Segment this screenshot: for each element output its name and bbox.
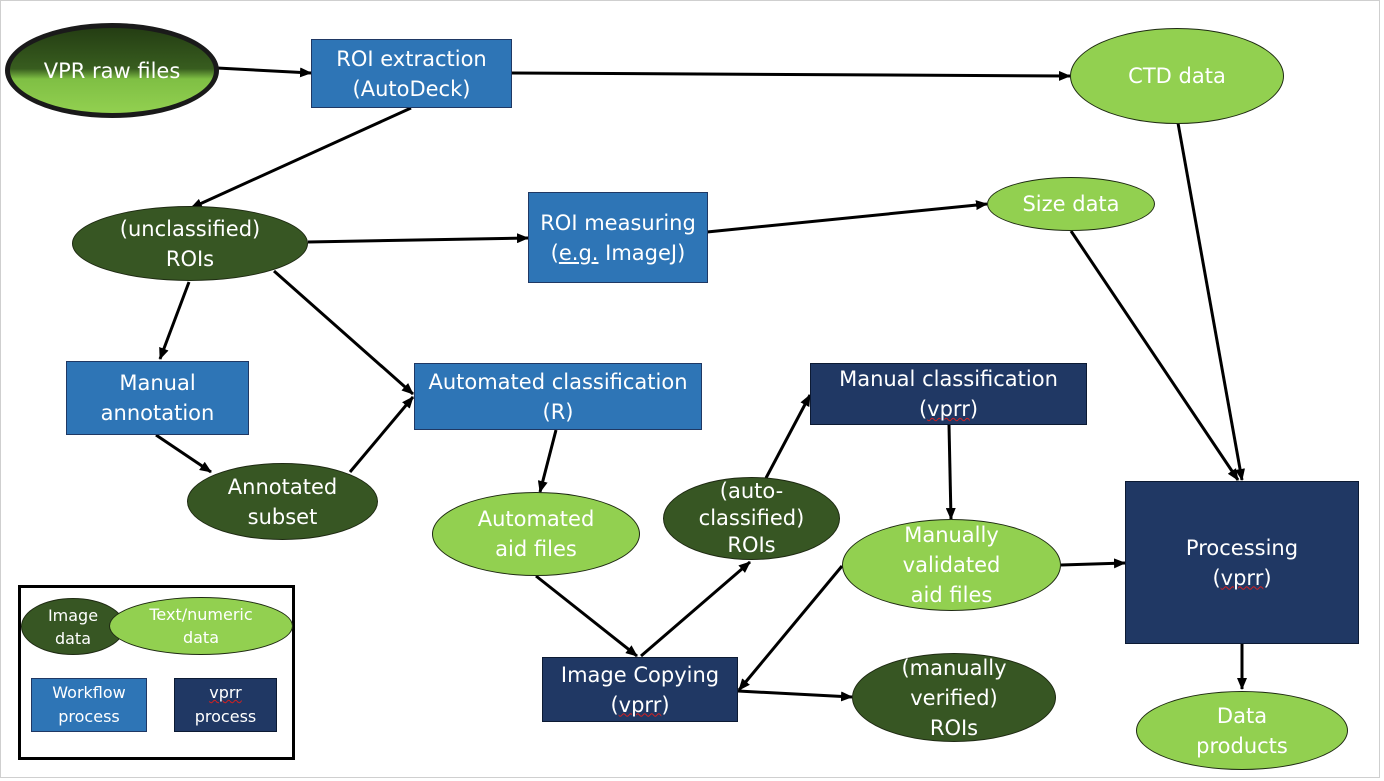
legend-image-data: Image data xyxy=(21,598,125,655)
manual-classification-title: Manual classification xyxy=(839,367,1058,391)
arrow-autoclass-to-aid xyxy=(537,429,558,493)
auto-classified-rois-line1: (auto- xyxy=(719,479,784,503)
size-data-label: Size data xyxy=(1022,192,1120,216)
manually-verified-rois-node: (manually verified) ROIs xyxy=(852,653,1056,742)
roi-extraction-box: ROI extraction (AutoDeck) xyxy=(311,39,512,108)
legend-workflow-line2: process xyxy=(58,707,120,726)
processing-box: Processing (vprr) xyxy=(1125,481,1359,644)
image-copying-tool: (vprr) xyxy=(610,692,670,717)
automated-aid-files-node: Automated aid files xyxy=(432,492,640,576)
roi-extraction-tool: (AutoDeck) xyxy=(352,76,471,101)
unclassified-rois-node: (unclassified) ROIs xyxy=(72,206,308,281)
image-copying-paren: ) xyxy=(661,692,670,717)
manually-validated-line2: validated xyxy=(902,553,1001,577)
arrow-raw-to-extraction xyxy=(216,66,312,78)
roi-measuring-box: ROI measuring (e.g. ImageJ) xyxy=(528,192,708,283)
arrow-annotation-to-subset xyxy=(155,433,212,474)
manual-annotation-line1: Manual xyxy=(119,371,196,395)
manual-classification-vprr: vprr xyxy=(927,397,970,421)
arrow-aid-to-copying xyxy=(535,574,638,658)
manual-annotation-box: Manual annotation xyxy=(66,361,249,435)
image-copying-box: Image Copying (vprr) xyxy=(542,657,738,722)
arrow-ctd-to-processing xyxy=(1176,122,1245,481)
auto-classified-rois-node: (auto- classified) ROIs xyxy=(663,477,840,560)
legend: Image data Text/numeric data Workflow pr… xyxy=(18,585,295,760)
annotated-subset-node: Annotated subset xyxy=(187,463,378,540)
legend-workflow-line1: Workflow xyxy=(52,683,126,702)
arrow-size-to-processing xyxy=(1069,230,1240,481)
automated-classification-tool: (R) xyxy=(542,399,574,424)
manually-validated-aid-files-node: Manually validated aid files xyxy=(842,519,1061,611)
roi-measuring-eg: e.g. xyxy=(558,240,599,265)
arrow-copying-to-autorois xyxy=(640,560,751,658)
roi-measuring-tool: (e.g. ImageJ) xyxy=(550,240,686,265)
manual-classification-tool: (vprr) xyxy=(918,397,979,421)
ctd-data-label: CTD data xyxy=(1128,64,1226,88)
legend-vprr-line1: vprr xyxy=(209,683,242,702)
arrow-validated-to-processing xyxy=(1060,558,1126,569)
arrow-manualclass-to-validated xyxy=(945,424,956,520)
image-copying-vprr: vprr xyxy=(618,692,662,717)
manually-validated-line3: aid files xyxy=(910,583,993,607)
automated-classification-box: Automated classification (R) xyxy=(414,363,702,430)
data-products-node: Data products xyxy=(1136,691,1348,770)
processing-tool: (vprr) xyxy=(1212,565,1272,590)
size-data-node: Size data xyxy=(987,177,1155,231)
manual-classification-paren: ) xyxy=(969,397,979,421)
legend-text-numeric-data: Text/numeric data xyxy=(109,597,293,655)
automated-aid-files-line1: Automated xyxy=(477,507,595,531)
roi-extraction-title: ROI extraction xyxy=(336,46,487,71)
processing-title: Processing xyxy=(1185,535,1299,560)
legend-vprr-process: vprr process xyxy=(174,678,277,732)
manually-verified-line1: (manually xyxy=(901,655,1007,680)
auto-classified-rois-line2: classified) xyxy=(698,506,805,530)
processing-vprr: vprr xyxy=(1220,565,1264,590)
legend-workflow-process: Workflow process xyxy=(31,678,147,732)
manual-classification-box: Manual classification (vprr) xyxy=(810,363,1087,425)
arrow-subset-to-autoclass xyxy=(348,396,415,473)
manual-annotation-line2: annotation xyxy=(100,401,215,425)
legend-text-numeric-line1: Text/numeric xyxy=(149,605,253,624)
legend-image-data-line1: Image xyxy=(47,605,99,625)
arrow-extraction-to-ctd xyxy=(511,70,1071,81)
data-products-line1: Data xyxy=(1216,703,1268,728)
roi-measuring-title: ROI measuring xyxy=(540,210,696,235)
arrow-copying-to-verified xyxy=(737,689,853,702)
arrow-rois-to-autoclass xyxy=(273,269,414,396)
annotated-subset-line2: subset xyxy=(247,504,318,529)
vpr-raw-files-node: VPR raw files xyxy=(5,23,219,118)
arrow-extraction-to-rois xyxy=(190,106,412,210)
arrow-validated-to-copying xyxy=(737,565,844,691)
auto-classified-rois-line3: ROIs xyxy=(727,533,776,557)
automated-aid-files-line2: aid files xyxy=(495,537,577,561)
vpr-raw-files-label: VPR raw files xyxy=(43,58,181,83)
data-products-line2: products xyxy=(1196,733,1288,758)
manually-verified-line2: verified) xyxy=(910,685,998,710)
unclassified-rois-line2: ROIs xyxy=(165,246,215,271)
manually-verified-line3: ROIs xyxy=(929,715,979,740)
arrow-rois-to-annotation xyxy=(158,281,191,360)
ctd-data-node: CTD data xyxy=(1070,28,1284,124)
legend-vprr-line2: process xyxy=(194,707,257,726)
manually-validated-line1: Manually xyxy=(904,523,999,547)
legend-image-data-line2: data xyxy=(54,628,92,648)
arrow-measuring-to-size xyxy=(706,200,988,234)
roi-measuring-imagej: ImageJ) xyxy=(598,240,686,265)
annotated-subset-line1: Annotated xyxy=(227,474,338,499)
arrow-rois-to-measuring xyxy=(307,233,529,244)
arrow-autorois-to-manualclass xyxy=(764,394,812,479)
unclassified-rois-line1: (unclassified) xyxy=(119,216,261,241)
automated-classification-title: Automated classification xyxy=(428,369,688,394)
processing-paren: ) xyxy=(1263,565,1272,590)
image-copying-title: Image Copying xyxy=(560,662,720,687)
legend-text-numeric-line2: data xyxy=(182,628,220,647)
